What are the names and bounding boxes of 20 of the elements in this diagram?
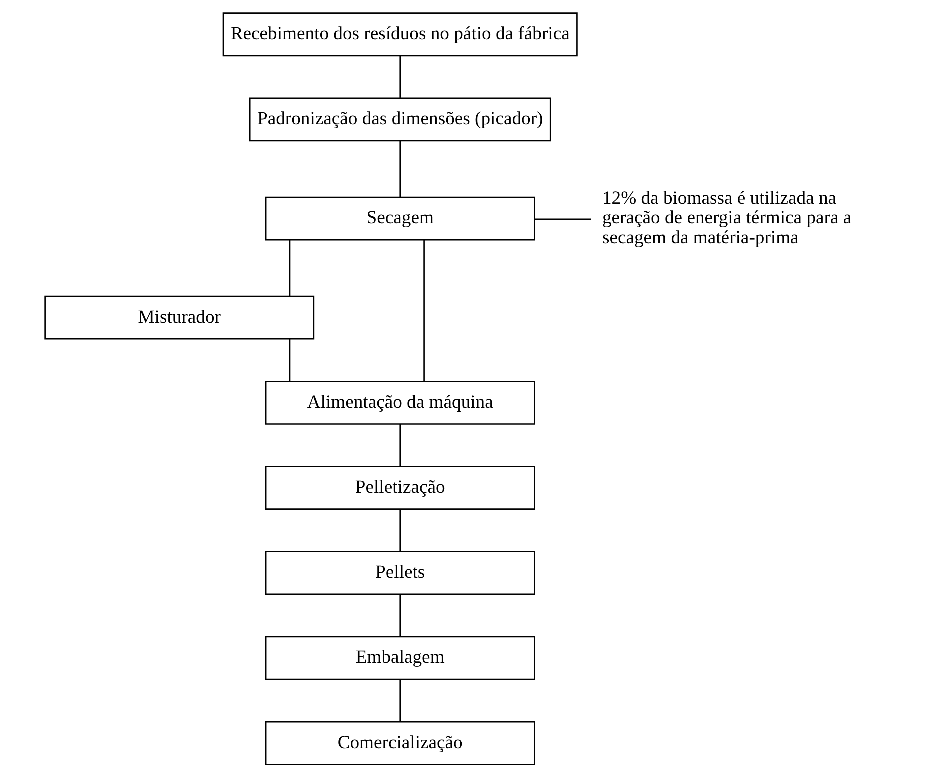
connector — [535, 218, 592, 220]
node-box: Alimentação da máquina — [265, 381, 536, 425]
node-box: Secagem — [265, 196, 536, 241]
node-box: Recebimento dos resíduos no pátio da fábrica — [222, 12, 578, 57]
connector — [400, 141, 402, 198]
node-box: Misturador — [44, 296, 315, 340]
connector — [424, 240, 425, 382]
node-box: Pelletização — [265, 466, 536, 510]
node-box: Embalagem — [265, 636, 536, 680]
connector — [289, 240, 291, 296]
connector — [400, 424, 402, 466]
connector — [400, 680, 402, 722]
node-box: Padronização das dimensões (picador) — [249, 98, 552, 142]
connector — [400, 510, 402, 552]
connector — [400, 594, 402, 636]
connector — [289, 339, 291, 382]
connector — [400, 56, 402, 98]
node-text: 12% da biomassa é utilizada na geração de energia térmica para a secagem da matéria-prima — [602, 188, 852, 249]
node-box: Pellets — [265, 551, 536, 596]
node-box: Comercialização — [265, 721, 536, 766]
